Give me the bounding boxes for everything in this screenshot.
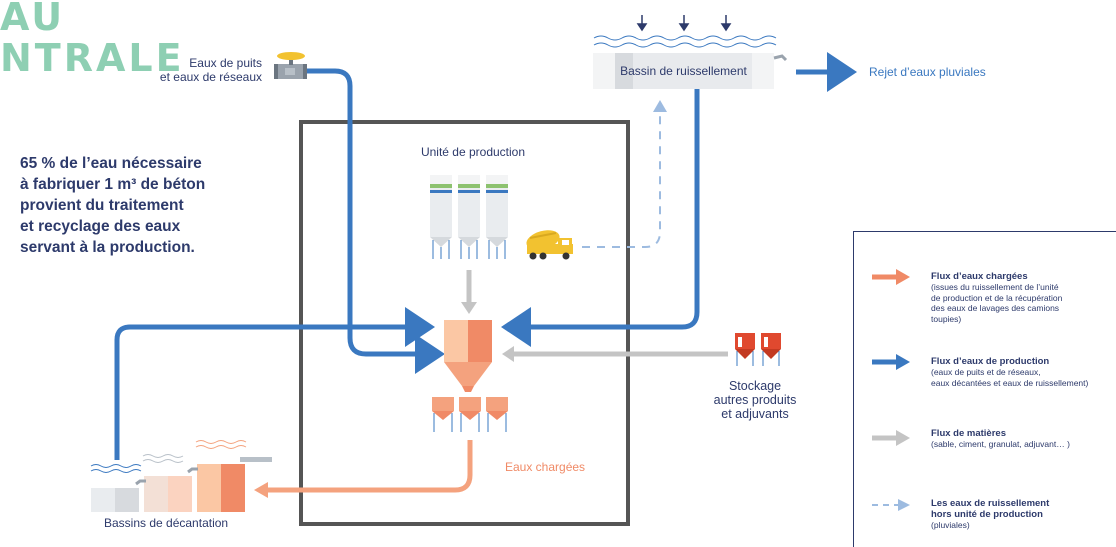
charged-water-label: Eaux chargées (505, 460, 586, 474)
legend-desc: de production et de la récupération (931, 292, 1063, 303)
concrete-mixer-truck-icon (526, 230, 573, 260)
runoff-basin (593, 53, 788, 89)
legend-item-materials: Flux de matières (sable, ciment, granula… (931, 428, 1111, 450)
settling-label: Bassins de décantation (104, 516, 229, 530)
wells-label-line: Eaux de puits (189, 56, 262, 70)
storage-label-line: autres produits (713, 393, 797, 407)
legend (853, 231, 1116, 547)
statement-line: 65 % de l’eau nécessaire (20, 155, 202, 172)
valve-icon (274, 52, 307, 79)
legend-desc: des eaux de lavages des camions (931, 303, 1060, 313)
legend-desc: toupies) (931, 313, 962, 324)
legend-desc: (sable, ciment, granulat, adjuvant… ) (931, 439, 1070, 449)
title-line-1: AU (0, 0, 66, 39)
production-unit-frame (299, 120, 630, 526)
title-line-2: NTRALE (0, 36, 185, 80)
discharge-label: Rejet d’eaux pluviales (869, 65, 986, 79)
production-unit-label: Unité de production (420, 145, 526, 159)
statement-line: provient du traitement (20, 197, 184, 214)
statement-line: servant à la production. (20, 239, 195, 256)
legend-desc: (pluviales) (931, 520, 970, 530)
legend-title: Les eaux de ruissellement (931, 498, 1050, 509)
recycled-water-flow (114, 307, 435, 460)
hopper-icon (444, 320, 492, 392)
basin-label: Bassin de ruissellement (620, 64, 747, 78)
rain-arrow-icon (636, 15, 732, 32)
statement-line: et recyclage des eaux (20, 218, 181, 235)
hopper-icon (432, 397, 508, 432)
storage-silo-icon (735, 333, 781, 366)
runoff-water-flow (501, 89, 700, 347)
legend-title: hors unité de production (931, 509, 1043, 520)
settling-basins (90, 440, 272, 512)
legend-title: Flux d’eaux de production (931, 356, 1050, 367)
legend-item-rainwater: Les eaux de ruissellement hors unité de … (931, 498, 1111, 531)
legend-desc: (eaux de puits et de réseaux, (931, 367, 1041, 377)
legend-item-charged-water: Flux d’eaux chargées (issues du ruissell… (931, 271, 1111, 324)
silo-icon (430, 175, 508, 259)
legend-item-production-water: Flux d’eaux de production (eaux de puits… (931, 356, 1116, 388)
wave-icon (593, 35, 777, 48)
legend-desc: eaux décantées et eaux de ruissellement) (931, 377, 1089, 388)
key-statement: 65 % de l’eau nécessaire à fabriquer 1 m… (20, 153, 260, 258)
statement-line: à fabriquer 1 m³ de béton (20, 176, 206, 193)
legend-arrows (872, 269, 910, 511)
legend-title: Flux de matières (931, 428, 1006, 439)
legend-desc: (issues du ruissellement de l’unité (931, 282, 1059, 292)
charged-water-flow (266, 440, 473, 493)
storage-label-line: et adjuvants (721, 407, 789, 421)
wells-label: Eaux de puits et eaux de réseaux (140, 56, 262, 84)
storage-label-line: Stockage (728, 379, 782, 393)
legend-title: Flux d’eaux chargées (931, 271, 1028, 282)
wells-water-flow (307, 68, 445, 374)
storage-label: Stockage autres produits et adjuvants (700, 379, 810, 421)
wells-label-line: et eaux de réseaux (159, 70, 262, 84)
rainwater-flow (582, 108, 661, 248)
